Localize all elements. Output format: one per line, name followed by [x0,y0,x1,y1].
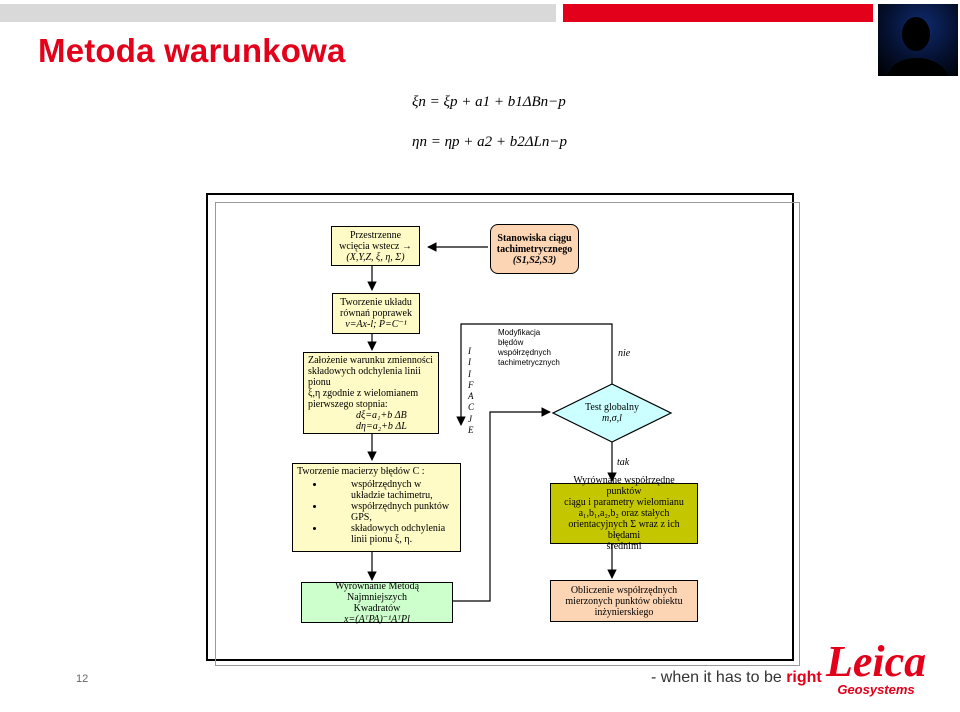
box-zalozenie-line-5: dξ=a₁+b ΔB [356,410,407,421]
box-obliczenie-line-1: Obliczenie współrzędnych [570,584,678,596]
page-number: 12 [76,673,89,685]
box-zalozenie-line-6: dη=a₂+b ΔL [356,421,407,432]
box-wyrownane-line-1: Wyrównane współrzędne punktów [573,475,675,497]
box-obliczenie-line-2: mierzonych punktów obiektu [565,595,683,607]
box-stanowiska-line-2: tachimetrycznego [496,243,573,255]
decision-line-2: m,σ,l [602,413,622,424]
logo-word: Leica [826,637,927,686]
box-przestrzenne-line-2: wcięcia wstecz → [339,240,412,252]
leica-logo: Leica Geosystems [826,637,927,698]
box-macierz-list: współrzędnych w układzie tachimetru, wsp… [297,479,456,545]
box-macierz-title: Tworzenie macierzy błędów C : [297,466,425,477]
footer-slogan: - when it has to be right [651,669,822,687]
box-stanowiska-line-3: (S1,S2,S3) [512,254,557,266]
clipped-letter-4: F [468,379,474,390]
box-obliczenie-wspolrzednych: Obliczenie współrzędnych mierzonych punk… [550,580,698,622]
formula-eta: ηn = ηp + a2 + b2ΔLn−p [412,134,568,150]
note-line-2: błędów [498,338,524,347]
box-zalozenie-line-4: pierwszego stopnia: [308,399,388,410]
box-uklad-line-1: Tworzenie układu [340,297,412,308]
note-line-1: Modyfikacja [498,328,541,337]
box-zalozenie-line-1: Założenie warunku zmienności [308,355,433,366]
box-wyrownanie-line-3: x=(AᵀPA)⁻¹AᵀPl [344,613,410,625]
header-red-bar [563,4,873,22]
clipped-letter-1: I [468,346,471,356]
logo-sub: Geosystems [837,682,915,697]
box-uklad-line-2: równań poprawek [340,308,412,319]
label-tak: tak [617,457,630,468]
decision-line-1: Test globalny [584,402,639,413]
clipped-letters: I I I F A C J E [468,346,474,436]
header-photo [878,4,958,76]
box-zalozenie-line-2: składowych odchylenia linii pionu [308,366,421,388]
note-line-4: tachimetrycznych [498,358,560,367]
header-gray-bar [0,4,556,22]
box-wyrownane-line-4: orientacyjnych Σ wraz z ich błędami [568,519,680,541]
box-tworzenie-ukladu: Tworzenie układu równań poprawek v=Ax-l;… [332,293,420,334]
decision-test-globalny: Test globalny m,σ,l [578,400,646,426]
box-wyrownanie-mnk: Wyrównanie Metodą Najmniejszych Kwadrató… [301,580,453,625]
box-macierz-item-1: współrzędnych w układzie tachimetru, [325,479,456,501]
box-przestrzenne-line-3: (X,Y,Z, ξ, η, Σ) [346,251,405,263]
box-zalozenie-line-3: ξ,η zgodnie z wielomianem [308,388,419,399]
box-macierz-item-3: składowych odchylenia linii pionu ξ, η. [325,523,456,545]
box-wyrownane-line-2: ciągu i parametry wielomianu [564,497,684,508]
box-wyrownanie-line-1: Wyrównanie Metodą Najmniejszych [334,580,420,603]
label-nie: nie [618,348,631,359]
box-stanowiska-line-1: Stanowiska ciągu [497,232,572,244]
page-title: Metoda warunkowa [38,32,346,69]
box-przestrzenne-wciecia: Przestrzenne wcięcia wstecz → (X,Y,Z, ξ,… [331,226,420,266]
box-zalozenie-warunku: Założenie warunku zmienności składowych … [303,352,439,434]
box-obliczenie-line-3: inżynierskiego [594,606,654,618]
flowchart-inner-frame [215,202,800,666]
formula-xi: ξn = ξp + a1 + b1ΔBn−p [412,94,566,110]
box-macierz-item-2: współrzędnych punktów GPS, [325,501,456,523]
clipped-letter-3: I [468,368,471,379]
box-uklad-line-3: v=Ax-l; P=C⁻¹ [345,319,407,330]
note-line-3: współrzędnych [498,348,551,357]
box-wyrownane-line-3: a₁,b₁,a₂,b₂ oraz stałych [578,508,670,519]
box-wyrownane-wspolrzedne: Wyrównane współrzędne punktów ciągu i pa… [550,475,698,552]
box-stanowiska-ciagu: Stanowiska ciągu tachimetrycznego (S1,S2… [490,224,579,274]
clipped-letter-8: E [468,425,474,436]
box-wyrownane-line-5: średnimi [606,541,642,552]
slogan-prefix: - when it has to be [651,669,787,686]
clipped-letter-2: I [468,357,471,368]
clipped-letter-7: J [468,413,472,424]
clipped-letter-5: A [468,391,474,402]
note-modyfikacja: Modyfikacja błędów współrzędnych tachime… [498,328,560,368]
box-tworzenie-macierzy: Tworzenie macierzy błędów C : współrzędn… [292,463,461,552]
box-wyrownanie-line-2: Kwadratów [353,602,401,614]
slogan-highlight: right [786,669,822,686]
box-przestrzenne-line-1: Przestrzenne [349,229,402,241]
clipped-letter-6: C [468,402,475,413]
